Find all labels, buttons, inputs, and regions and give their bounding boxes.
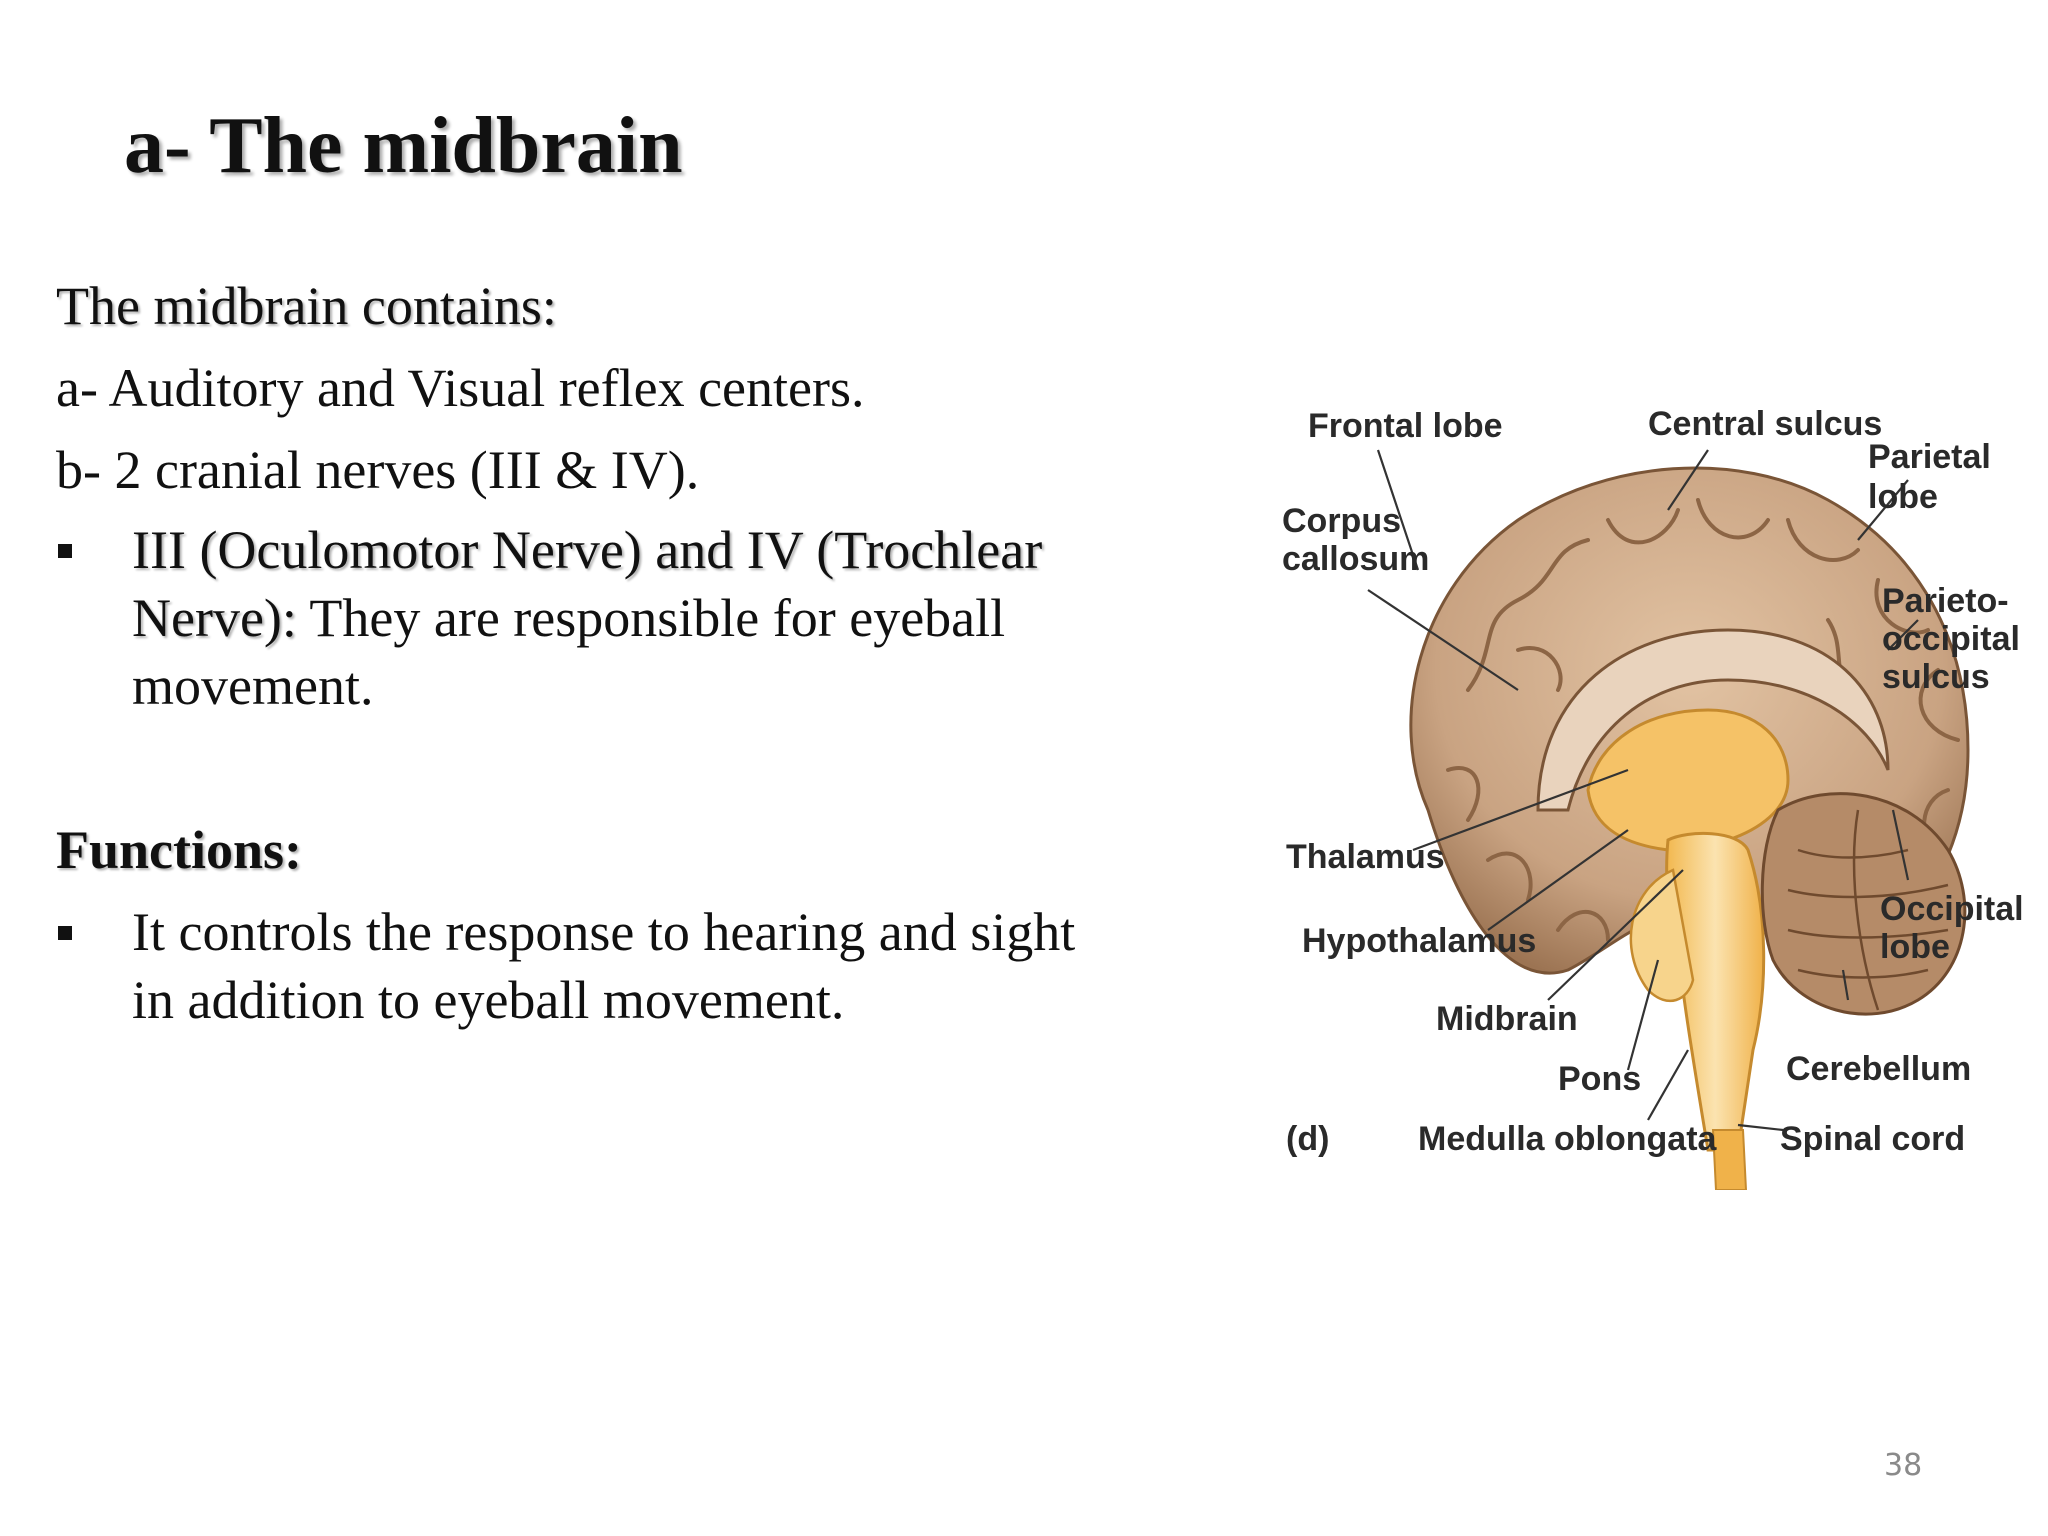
spinal-cord-shape bbox=[1711, 1129, 1748, 1190]
label-corpus-callosum-1: Corpus bbox=[1282, 502, 1401, 540]
label-hypothalamus: Hypothalamus bbox=[1302, 922, 1536, 960]
label-frontal-lobe: Frontal lobe bbox=[1308, 407, 1503, 445]
label-parietal-lobe-1: Parietal bbox=[1868, 438, 1991, 476]
label-parieto-occipital-1: Parieto- bbox=[1882, 582, 2009, 620]
pons-bulge bbox=[1629, 868, 1695, 1002]
cerebellum-shape bbox=[1760, 792, 1967, 1016]
functions-line2: in addition to eyeball movement. bbox=[132, 970, 845, 1030]
nerve-highlight-line1: III (Oculomotor Nerve) and IV (Trochlear bbox=[132, 520, 1043, 580]
label-medulla-oblongata: Medulla oblongata bbox=[1418, 1120, 1718, 1158]
gyri-folds bbox=[1446, 498, 1960, 942]
functions-line1: It controls the response to hearing and … bbox=[132, 902, 1076, 962]
slide-title: a- The midbrain bbox=[124, 102, 683, 190]
bullet-marker bbox=[58, 926, 72, 940]
label-central-sulcus: Central sulcus bbox=[1648, 405, 1882, 443]
bullet-marker bbox=[58, 544, 72, 558]
list-item-auditory-visual: a- Auditory and Visual reflex centers. bbox=[56, 358, 865, 418]
label-occipital-lobe-2: lobe bbox=[1880, 928, 1950, 966]
label-parieto-occipital-2: occipital bbox=[1882, 620, 2020, 658]
functions-heading: Functions: bbox=[56, 820, 303, 880]
label-spinal-cord: Spinal cord bbox=[1780, 1120, 1965, 1158]
cerebellum-folia bbox=[1787, 809, 1949, 1011]
label-parieto-occipital-3: sulcus bbox=[1882, 658, 1990, 696]
label-thalamus: Thalamus bbox=[1286, 838, 1445, 876]
list-item-cranial-nerves: b- 2 cranial nerves (III & IV). bbox=[56, 440, 700, 500]
thalamus-shape bbox=[1586, 708, 1790, 852]
label-cerebellum: Cerebellum bbox=[1786, 1050, 1971, 1088]
diagram-panel-label: (d) bbox=[1286, 1120, 1329, 1158]
nerve-bullet-text: III (Oculomotor Nerve) and IV (Trochlear… bbox=[132, 516, 1152, 720]
nerve-line2: Nerve): They are responsible for eyeball bbox=[132, 584, 1152, 652]
brain-illustration: Frontal lobe Central sulcus Parietal lob… bbox=[1282, 405, 2024, 1190]
label-corpus-callosum-2: callosum bbox=[1282, 540, 1429, 578]
nerve-rest-line3: movement. bbox=[132, 656, 374, 716]
corpus-callosum-shape bbox=[1536, 628, 1890, 812]
functions-bullet-text: It controls the response to hearing and … bbox=[132, 898, 1152, 1034]
nerve-highlight-line2: Nerve): bbox=[132, 588, 297, 648]
page-number: 38 bbox=[1884, 1448, 1923, 1483]
label-parietal-lobe-2: lobe bbox=[1868, 478, 1938, 516]
contains-heading: The midbrain contains: bbox=[56, 276, 557, 336]
label-midbrain: Midbrain bbox=[1436, 1000, 1578, 1038]
leader-lines bbox=[1367, 449, 1919, 1132]
nerve-rest-line2: They are responsible for eyeball bbox=[296, 588, 1006, 648]
brain-sagittal-diagram: Frontal lobe Central sulcus Parietal lob… bbox=[1268, 390, 2028, 1190]
label-pons: Pons bbox=[1558, 1060, 1641, 1098]
diagram-labels: Frontal lobe Central sulcus Parietal lob… bbox=[1282, 405, 2024, 1158]
label-occipital-lobe-1: Occipital bbox=[1880, 890, 2024, 928]
